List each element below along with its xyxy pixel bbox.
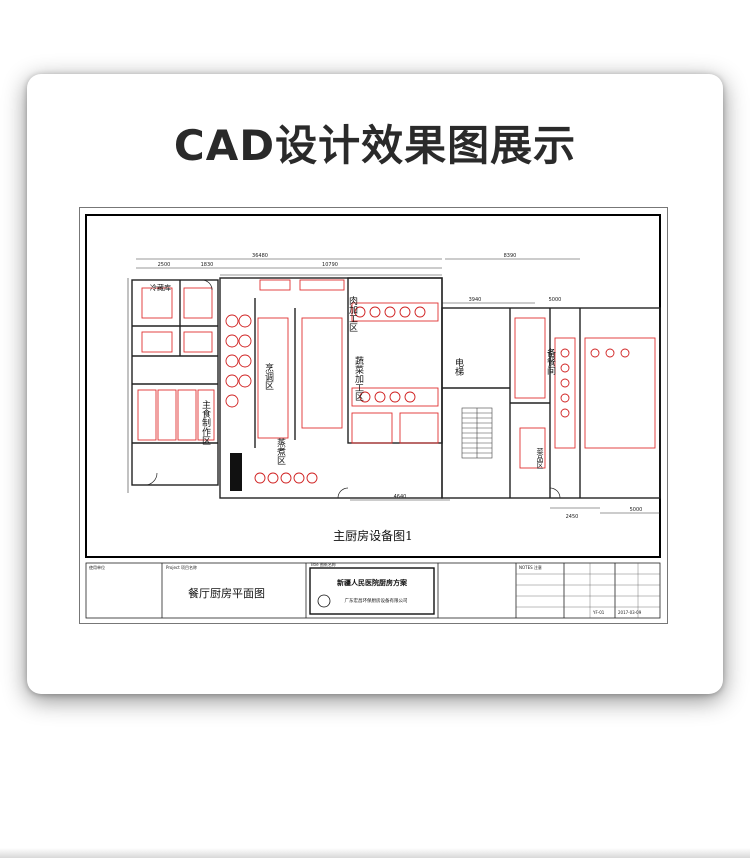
- room-label-staple: 主食制作区: [200, 399, 211, 445]
- room-label-freezer: 冷藏库: [150, 283, 171, 292]
- room-label-cooking: 烹调区: [263, 362, 274, 390]
- tb-sheet-no: YF-01: [592, 610, 605, 615]
- dim-bottom-b: 2450: [566, 514, 579, 520]
- dim-sub-b: 5000: [549, 297, 562, 303]
- tb-project-label: Project 项目名称: [166, 564, 197, 570]
- dim-right: 8390: [504, 253, 517, 259]
- dim-bottom-c: 5000: [630, 507, 643, 513]
- tb-date: 2017-03-09: [618, 610, 642, 615]
- page-title: CAD设计效果图展示: [173, 121, 577, 170]
- dim-mid: 10790: [322, 262, 338, 268]
- room-label-steam: 蒸煮区: [275, 437, 286, 465]
- tb-user-label: 使用单位: [89, 564, 105, 570]
- structural-column: [230, 453, 242, 491]
- tb-drawing-title: 餐厅厨房平面图: [188, 586, 265, 600]
- tb-notes-label: NOTES 注意: [519, 564, 542, 570]
- room-label-elevator: 电梯: [453, 357, 464, 377]
- bottom-strip: [0, 848, 750, 858]
- drawing-caption: 主厨房设备图1: [333, 528, 413, 543]
- kitchen-floor-plan: 36480 2500 1830 10790 8390 3940 5000 464…: [85, 214, 661, 619]
- tb-scheme-label: Title 图纸名称: [309, 561, 336, 567]
- tb-company: 广东宏昌环保厨房设备有限公司: [345, 597, 408, 604]
- dim-bottom-a: 4640: [394, 494, 407, 500]
- cad-drawing-sheet: 36480 2500 1830 10790 8390 3940 5000 464…: [79, 207, 668, 624]
- company-logo-icon: [317, 594, 331, 608]
- room-label-serving: 备餐间: [545, 347, 556, 376]
- dim-left-b: 1830: [201, 262, 214, 268]
- dim-sub-a: 3940: [469, 297, 482, 303]
- room-label-veg: 蔬菜加工区: [353, 355, 364, 401]
- dim-overall: 36480: [252, 253, 268, 259]
- tb-scheme-title: 新疆人民医院厨房方案: [337, 578, 408, 587]
- dim-left-a: 2500: [158, 262, 171, 268]
- room-label-meat: 肉加工区: [347, 295, 358, 332]
- room-label-veg-sel: 菜品区: [536, 447, 544, 469]
